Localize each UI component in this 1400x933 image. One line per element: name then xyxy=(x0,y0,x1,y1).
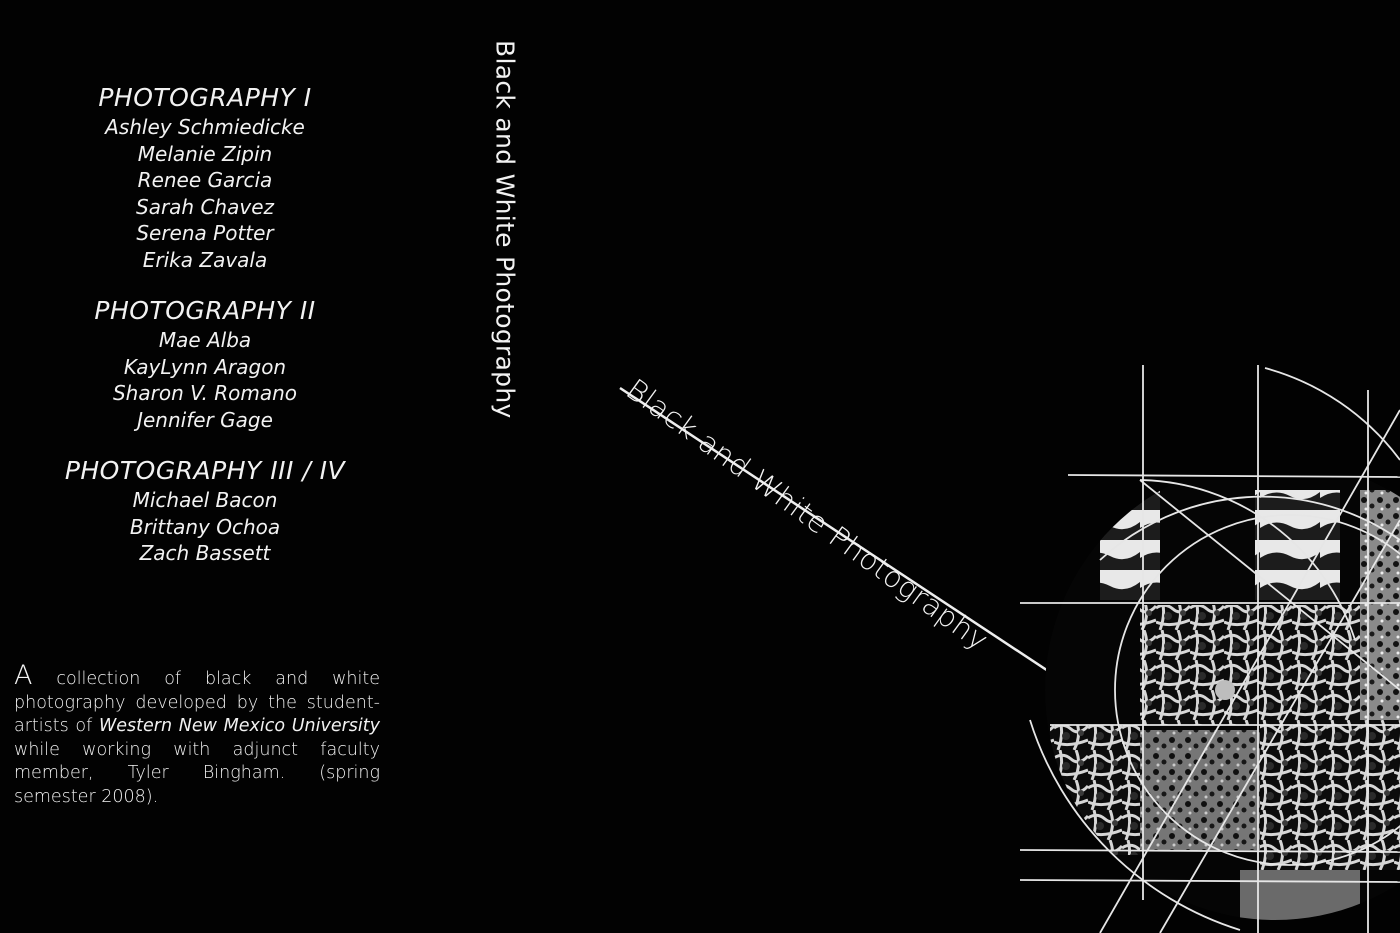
blurb-text: while working with adjunct faculty membe… xyxy=(14,739,380,807)
school-name: Western New Mexico University xyxy=(98,716,381,736)
student-name: KayLynn Aragon xyxy=(123,354,287,379)
student-name: Melanie Zipin xyxy=(137,141,273,166)
student-roster: PHOTOGRAPHY I Ashley Schmiedicke Melanie… xyxy=(0,82,410,589)
student-name: Zach Bassett xyxy=(139,541,271,565)
student-name: Renee Garcia xyxy=(137,168,273,192)
student-name: Brittany Ochoa xyxy=(129,514,281,539)
student-name: Michael Bacon xyxy=(132,488,278,512)
student-name: Sharon V. Romano xyxy=(112,381,297,405)
photo-collage xyxy=(1045,480,1400,920)
student-name: Mae Alba xyxy=(158,328,252,352)
description-blurb: A collection of black and white photogra… xyxy=(14,662,381,809)
student-name: Serena Potter xyxy=(136,221,274,245)
section-heading: PHOTOGRAPHY I xyxy=(98,83,312,112)
student-list: Michael Bacon Brittany Ochoa Zach Basset… xyxy=(0,487,410,567)
student-name: Sarah Chavez xyxy=(136,194,274,219)
student-list: Ashley Schmiedicke Melanie Zipin Renee G… xyxy=(0,114,410,273)
student-name: Ashley Schmiedicke xyxy=(105,115,305,139)
geometric-construction-lines xyxy=(1019,365,1400,933)
section-photography-2: PHOTOGRAPHY II Mae Alba KayLynn Aragon S… xyxy=(0,295,410,433)
student-name: Jennifer Gage xyxy=(137,407,273,432)
section-photography-3-4: PHOTOGRAPHY III / IV Michael Bacon Britt… xyxy=(0,455,410,567)
back-cover: PHOTOGRAPHY I Ashley Schmiedicke Melanie… xyxy=(0,0,470,933)
section-photography-1: PHOTOGRAPHY I Ashley Schmiedicke Melanie… xyxy=(0,82,410,273)
section-heading: PHOTOGRAPHY III / IV xyxy=(64,456,346,485)
drop-cap: A xyxy=(14,660,33,691)
blurb-text: collection of black and white photograph… xyxy=(14,669,380,736)
student-list: Mae Alba KayLynn Aragon Sharon V. Romano… xyxy=(0,327,410,433)
student-name: Erika Zavala xyxy=(142,247,268,272)
section-heading: PHOTOGRAPHY II xyxy=(94,296,316,325)
